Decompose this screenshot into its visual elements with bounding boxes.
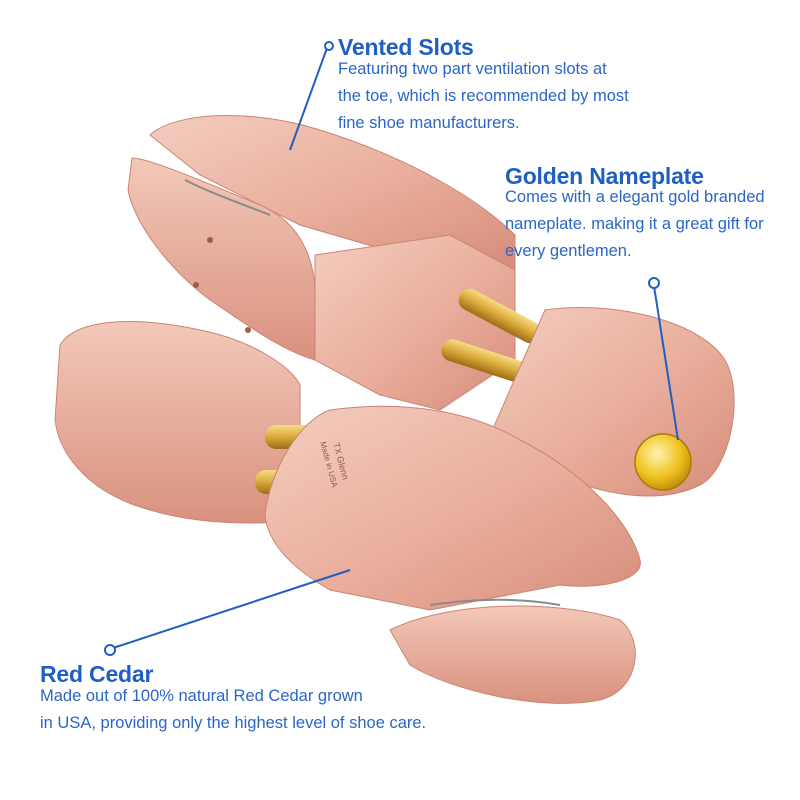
vented-slots-line: Featuring two part ventilation slots at (338, 60, 607, 78)
vented-slots-title: Vented Slots (338, 34, 474, 60)
red-cedar-line: Made out of 100% natural Red Cedar grown (40, 687, 363, 705)
lower-body (264, 405, 641, 611)
upper-heel-block (314, 234, 516, 411)
golden-nameplate-title: Golden Nameplate (505, 163, 704, 189)
golden-nameplate-line: every gentlemen. (505, 242, 632, 260)
golden-nameplate-description: Comes with a elegant gold branded namepl… (505, 184, 765, 265)
callout-dot-cedar (104, 644, 116, 656)
red-cedar-title: Red Cedar (40, 661, 154, 687)
red-cedar-line: in USA, providing only the highest level… (40, 714, 427, 732)
upper-shoe-tree (127, 114, 735, 497)
vented-slots-line: fine shoe manufacturers. (338, 114, 520, 132)
lower-toe-bottom-half (389, 605, 636, 704)
vented-slots-line: the toe, which is recommended by most (338, 87, 629, 105)
vented-slots-description: Featuring two part ventilation slots at … (338, 56, 629, 137)
gold-nameplate (634, 433, 692, 491)
lower-shoe-tree (54, 321, 641, 704)
red-cedar-description: Made out of 100% natural Red Cedar grown… (40, 683, 426, 737)
golden-nameplate-line: nameplate. making it a great gift for (505, 215, 764, 233)
callout-dot-nameplate (648, 277, 660, 289)
callout-dot-vented (324, 41, 334, 51)
callout-leaders (104, 41, 679, 656)
upper-toe-top-half (149, 114, 516, 271)
golden-nameplate-line: Comes with a elegant gold branded (505, 188, 765, 206)
